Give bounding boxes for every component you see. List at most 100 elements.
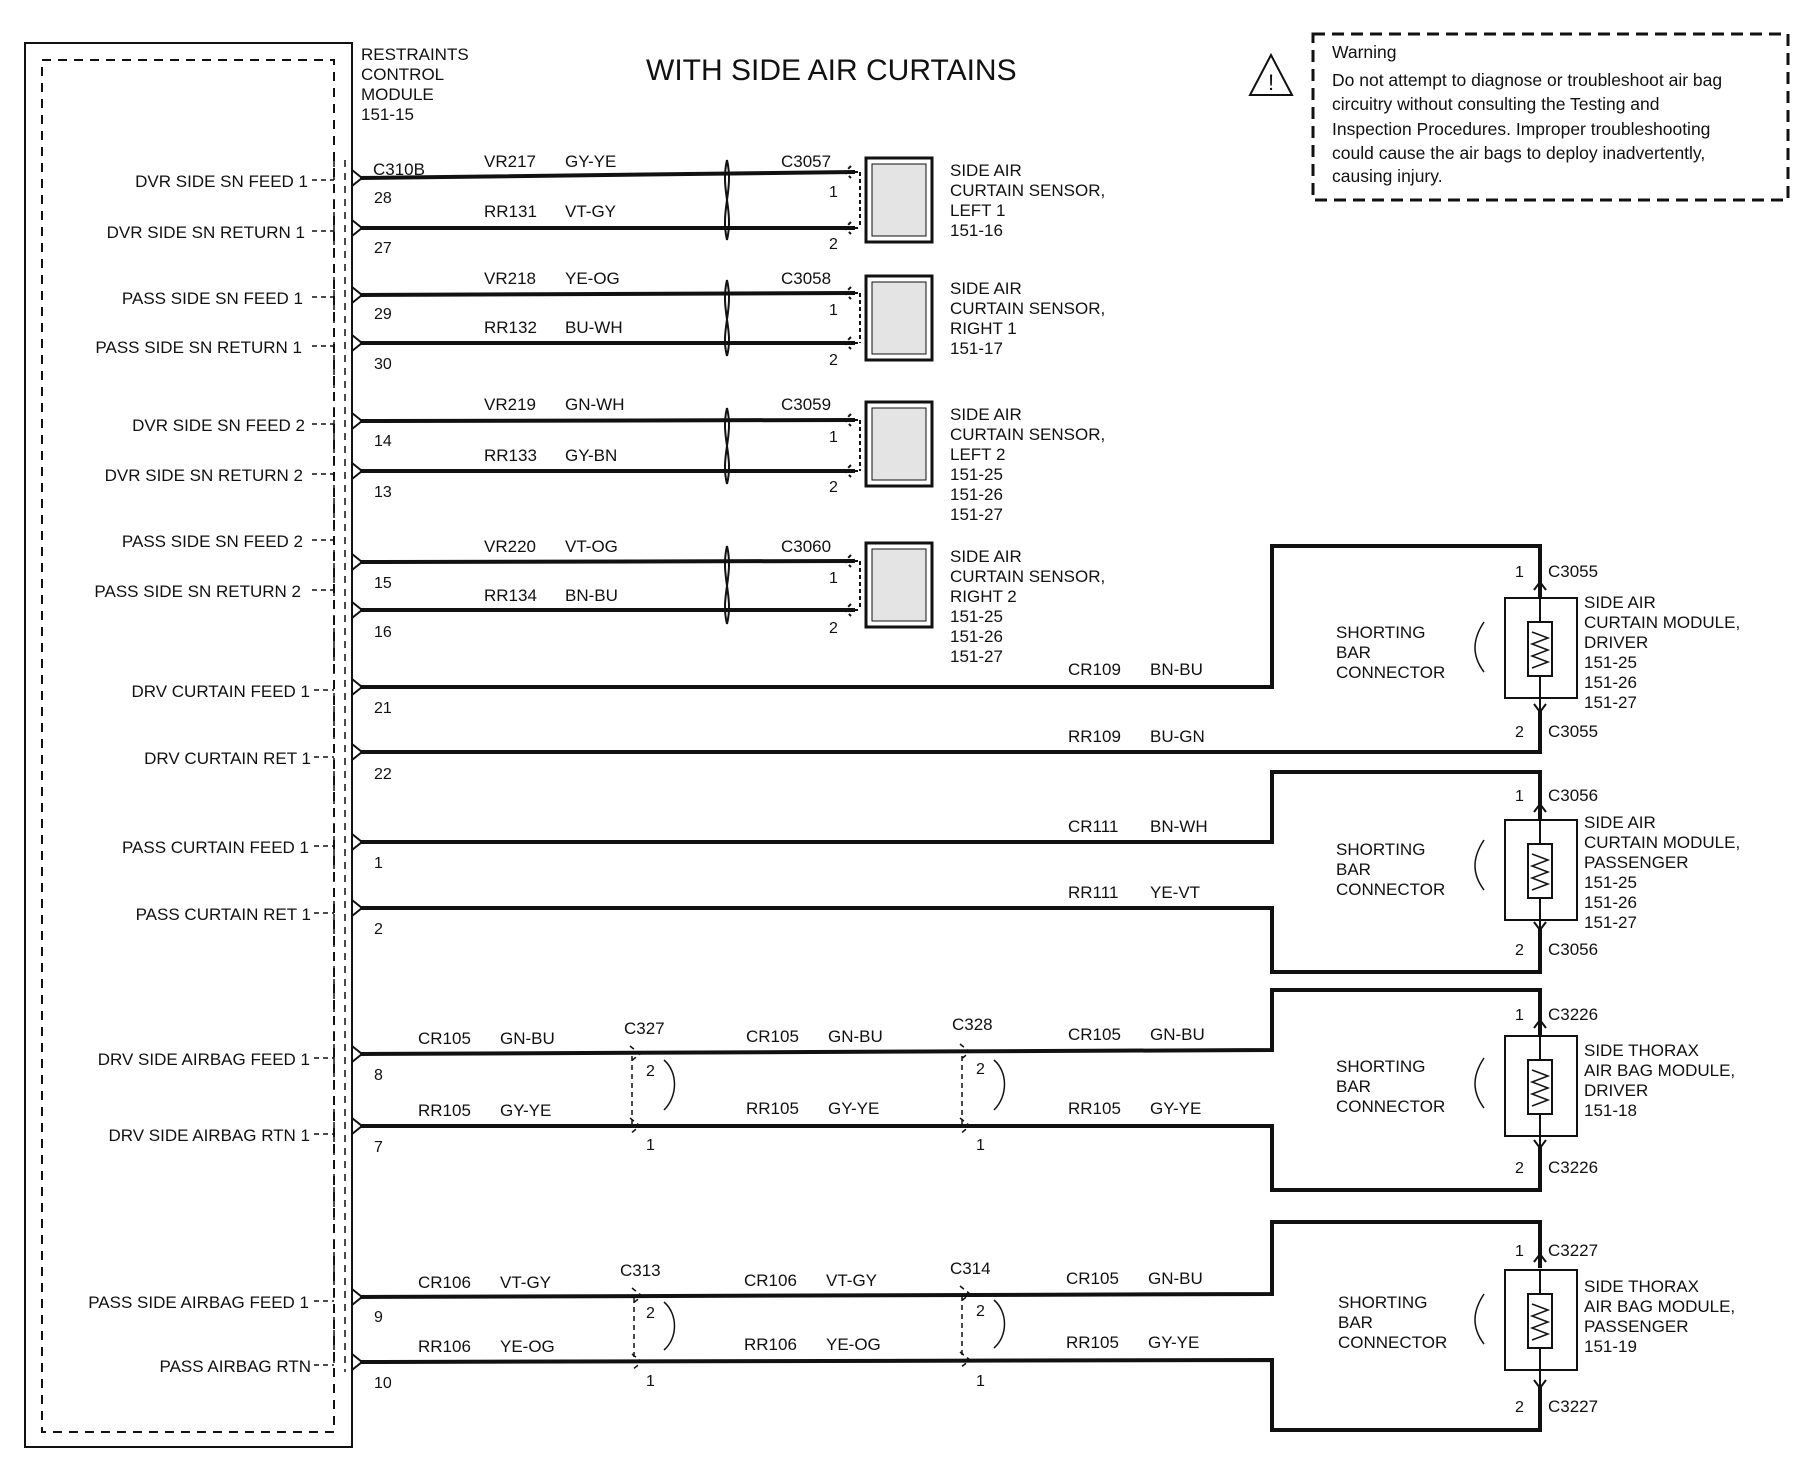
signal-label: PASS SIDE SN FEED 2 [122,532,303,551]
sensor-box [864,400,934,488]
wire-circuit: CR111 [1068,817,1118,836]
sensor-connector-label: C3057 [781,152,831,171]
wire-color: YE-OG [826,1335,881,1354]
curtain-module-driver: CR109 BN-BU RR109 BU-GN 21 22 1 C3055 2 … [360,544,1740,783]
module-label-line: 151-18 [1584,1101,1637,1120]
inline-connector-c314 [959,1285,972,1369]
module-label-line: DRIVER [1584,1081,1648,1100]
wire-color: YE-OG [500,1337,555,1356]
wire-sensor-1 [359,170,856,230]
module-label-line: AIR BAG MODULE, [1584,1297,1735,1316]
module-connector-label: C3227 [1548,1241,1598,1260]
wire-circuit: RR106 [418,1337,471,1356]
pin-number: 15 [374,575,392,592]
signal-label: PASS CURTAIN RET 1 [136,905,311,924]
warning-triangle-icon [1248,52,1294,96]
wire-circuit: RR105 [418,1101,471,1120]
pin-number: 10 [374,1375,392,1392]
wire-color: GY-YE [1148,1333,1199,1352]
thorax-module-passenger: C313 2 1 C314 2 1 CR106 VT-GY CR106 VT-G… [359,1220,1735,1432]
svg-text:!: ! [1268,70,1274,95]
shorting-bar-bracket [1474,1057,1485,1109]
squib-icon [1527,843,1553,899]
inline-connector-c328 [959,1043,972,1135]
module-pin: 1 [1515,788,1524,805]
wire-circuit: CR105 [1068,1025,1121,1044]
signal-label: PASS SIDE SN RETURN 2 [94,582,301,601]
shorting-label-line: BAR [1336,643,1371,662]
wire-circuit: RR109 [1068,727,1121,746]
pin-number: 14 [374,433,392,450]
signal-stubs [312,179,334,1366]
module-pin: 2 [1515,724,1524,741]
sensor-label-line: SIDE AIR [950,547,1022,566]
signal-label: DRV CURTAIN RET 1 [144,749,311,768]
module-outline [24,42,353,1448]
inline-pin: 1 [976,1137,985,1154]
module-label-line: 151-26 [1584,893,1637,912]
sensor-left-2: VR219 GN-WH RR133 GY-BN 14 13 C3059 1 2 … [374,395,1105,524]
warning-box: ! Warning Do not attempt to diagnose or … [1248,32,1790,202]
module-connector-label: C3226 [1548,1005,1598,1024]
wire-color: VT-OG [565,537,618,556]
sensor-connector-label: C3059 [781,395,831,414]
signal-label: DRV SIDE AIRBAG FEED 1 [98,1050,310,1069]
sensor-left-1: VR217 GY-YE RR131 VT-GY 28 27 C3057 1 2 … [374,152,1105,257]
wire-circuit: RR134 [484,586,537,605]
sensor-label-line: SIDE AIR [950,405,1022,424]
wire-circuit: CR105 [746,1027,799,1046]
sensor-label-line: 151-26 [950,627,1003,646]
diagram-title: WITH SIDE AIR CURTAINS [646,54,1017,87]
sensor-box [864,274,934,362]
wire-pair [360,770,1542,974]
signal-label: PASS SIDE AIRBAG FEED 1 [88,1293,309,1312]
inline-pin: 2 [976,1061,985,1078]
wire-color: BN-BU [1150,660,1203,679]
connector-entry-arrows [351,169,364,1371]
wire-circuit: RR106 [744,1335,797,1354]
module-label-line: AIR BAG MODULE, [1584,1061,1735,1080]
wire-circuit: VR219 [484,395,536,414]
wire-circuit: RR132 [484,318,537,337]
signal-label: PASS CURTAIN FEED 1 [122,838,309,857]
sensor-label-line: SIDE AIR [950,161,1022,180]
module-label-line: SIDE AIR [1584,813,1656,832]
sensor-label-line: CURTAIN SENSOR, [950,567,1105,586]
sensor-terminal [843,413,861,478]
wire-color: YE-VT [1150,883,1200,902]
signal-label: PASS SIDE SN FEED 1 [122,289,303,308]
sensor-pin: 1 [829,302,838,319]
sensor-box-fill [871,407,927,481]
wire-color: VT-GY [826,1271,877,1290]
squib-icon [1527,621,1553,677]
wire-color: YE-OG [565,269,620,288]
module-label-line: 151-27 [1584,693,1637,712]
module-name: RESTRAINTS CONTROL MODULE 151-15 [361,45,469,124]
sensor-label-line: 151-26 [950,485,1003,504]
sensor-label-line: CURTAIN SENSOR, [950,299,1105,318]
sensor-wiring [359,159,856,625]
sensor-pin: 1 [829,570,838,587]
shorting-bar-bracket [1474,621,1485,673]
connector-c310b-bracket [333,160,346,1372]
wire-color: GN-BU [828,1027,883,1046]
pin-number: 8 [374,1067,383,1084]
twisted-pair-mark [723,159,731,241]
wire-circuit: CR105 [418,1029,471,1048]
wire-color: GN-BU [500,1029,555,1048]
inline-pin: 1 [646,1373,655,1390]
pin-number: 16 [374,624,392,641]
shorting-label-line: SHORTING [1336,623,1425,642]
sensor-box [864,541,934,629]
sensor-label-line: LEFT 1 [950,201,1005,220]
wire-color: GY-YE [1150,1099,1201,1118]
sensor-label-line: CURTAIN SENSOR, [950,425,1105,444]
inline-connector-label: C314 [950,1259,991,1278]
inline-connector-label: C327 [624,1019,665,1038]
warning-line-5: causing injury. [1332,166,1443,186]
signal-label: PASS SIDE SN RETURN 1 [95,338,302,357]
wire-circuit: RR131 [484,202,537,221]
module-pin: 1 [1515,564,1524,581]
